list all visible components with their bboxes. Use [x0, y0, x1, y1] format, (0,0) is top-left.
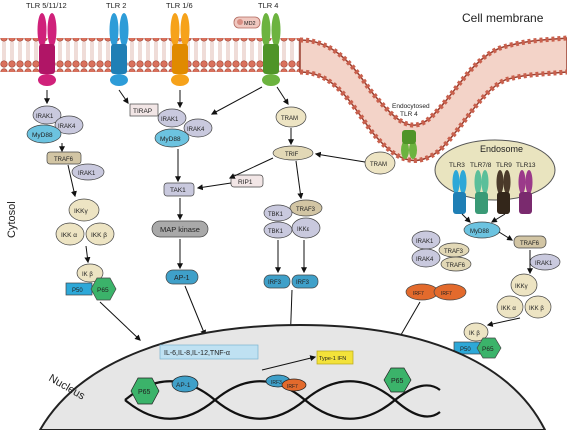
p4-traf6b: TRAF6 [520, 241, 540, 247]
tlr1-6-receptor [170, 13, 190, 86]
p3-tram: TRAM [281, 116, 298, 122]
pathway-endosomal [397, 213, 561, 371]
pathway-trif [228, 86, 396, 348]
p4-p65: P65 [482, 346, 494, 353]
p1-traf6: TRAF6 [54, 157, 74, 163]
endosome-label: Endosome [480, 144, 523, 154]
p4-myd88: MyD88 [470, 229, 490, 235]
tlr1-6-label: TLR 1/6 [166, 1, 193, 10]
p1-irak1: IRAK1 [36, 114, 54, 120]
cytokines-box [159, 344, 259, 360]
cytosol-label: Cytosol [6, 201, 18, 238]
p1-ikka: IKK α [61, 232, 77, 239]
tlr4-label: TLR 4 [258, 1, 278, 10]
p2-ap1: AP-1 [174, 275, 190, 282]
tlr2-label: TLR 2 [106, 1, 126, 10]
cytokines-label: IL-6,IL-8,IL-12,TNF-α [164, 350, 230, 357]
p4-traf6: TRAF6 [446, 263, 466, 269]
p1-p50: P50 [72, 288, 83, 294]
p3-tram-endo: TRAM [370, 162, 387, 168]
p1-p65: P65 [97, 287, 109, 294]
tlr9-label: TLR9 [496, 162, 512, 169]
p1-myd88: MyD88 [32, 132, 53, 139]
tlr3-label: TLR3 [449, 162, 465, 169]
p2-tirap: TIRAP [133, 108, 152, 115]
p1-irak1b: IRAK1 [78, 171, 96, 177]
type1-ifn-box [316, 350, 354, 365]
p4-irf7a: IRF7 [413, 291, 424, 297]
tlr5-11-12-label: TLR 5/11/12 [26, 1, 67, 10]
p1-irak4: IRAK4 [58, 124, 76, 130]
p4-ikkb: IKK β [529, 306, 544, 312]
p4-ikky: IKKγ [515, 284, 528, 290]
p2-irak4: IRAK4 [187, 127, 205, 133]
nucleus [38, 323, 547, 430]
p4-traf3: TRAF3 [444, 249, 464, 255]
tlr13-label: TLR13 [516, 162, 536, 169]
p2-irak1: IRAK1 [161, 117, 179, 123]
type1-ifn-label: Type-1 IFN [319, 356, 346, 362]
tlr7-8-label: TLR7/8 [470, 162, 492, 169]
p2-map-kinase: MAP kinase [160, 225, 200, 234]
tlr2-receptor [109, 13, 129, 86]
md2-protein [233, 16, 261, 29]
p65-left [130, 377, 160, 405]
tlr4-receptor [261, 13, 281, 86]
md2-label: MD2 [244, 21, 256, 27]
p2-tak1: TAK1 [170, 187, 186, 194]
p3-irf3a: IRF3 [268, 280, 282, 286]
p4-irak4: IRAK4 [416, 257, 434, 263]
p3-tbk1b: TBK1 [268, 229, 284, 235]
cell-membrane-label: Cell membrane [462, 11, 544, 25]
p3-irf3b: IRF3 [296, 280, 310, 286]
irf7-nuclear-label: IRF7 [287, 384, 298, 390]
p65-right-label: P65 [391, 378, 404, 385]
irf7-nuclear [281, 378, 307, 392]
p4-ikka: IKK α [501, 306, 516, 312]
p1-ikb: IK β [82, 272, 93, 278]
endocytosed-label-1: Endocytosed [392, 103, 430, 110]
endocytosed-label-2: TLR 4 [400, 111, 418, 118]
endocytosed-tlr4 [401, 130, 417, 159]
ap1-nuclear [171, 375, 199, 393]
p4-irak1b: IRAK1 [535, 261, 553, 267]
pathway-myd88-mapk [118, 86, 264, 337]
pathway-myd88-left [26, 90, 141, 341]
p3-ikke: IKKε [297, 227, 310, 233]
tlr5-11-12-receptor [37, 13, 57, 86]
p65-left-label: P65 [138, 389, 151, 396]
p3-trif: TRIF [285, 152, 299, 158]
p4-irak1: IRAK1 [416, 239, 434, 245]
p3-tbk1a: TBK1 [268, 212, 284, 218]
p1-ikky: IKKγ [74, 208, 88, 215]
p65-right [383, 367, 412, 393]
irf3-nuclear-label: IRF3 [271, 380, 282, 386]
p4-p50: P50 [460, 347, 471, 353]
p1-ikkb: IKK β [91, 232, 107, 239]
endosomal-tlrs [452, 170, 533, 214]
p2-myd88: MyD88 [160, 136, 181, 143]
p4-ikb: IK β [469, 331, 480, 337]
p2-rip1: RIP1 [238, 179, 253, 186]
ap1-nuclear-label: AP-1 [176, 382, 191, 389]
p4-irf7b: IRF7 [441, 291, 452, 297]
p3-traf3: TRAF3 [296, 207, 316, 213]
